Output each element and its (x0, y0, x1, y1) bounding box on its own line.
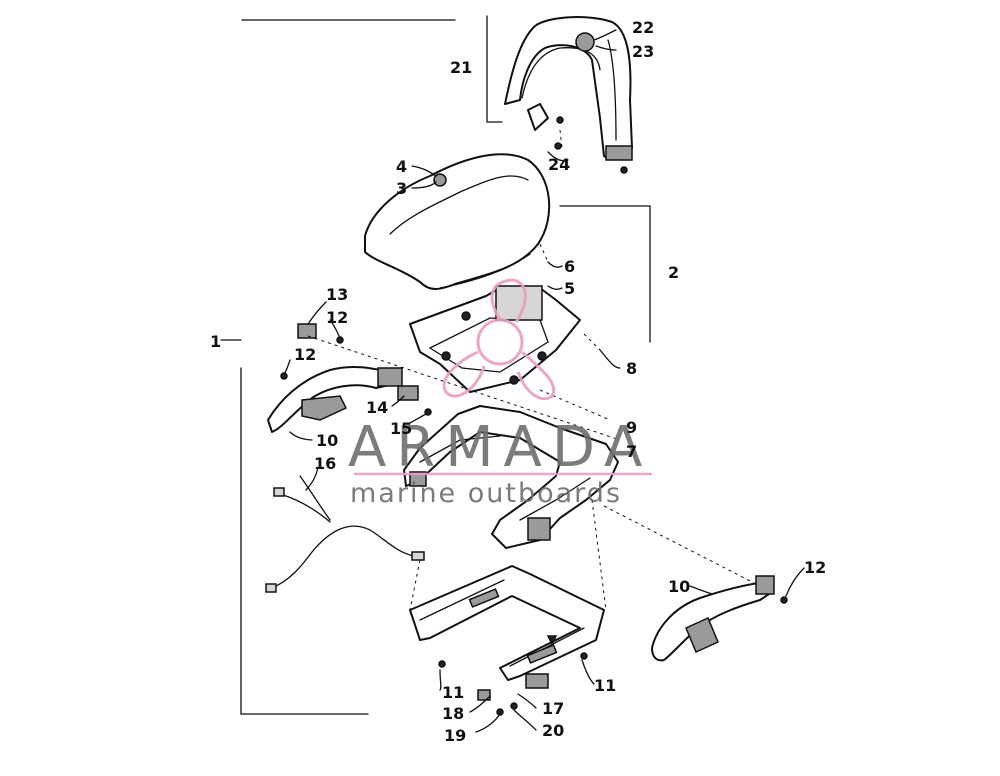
callout-9: 9 (626, 418, 637, 437)
seat-frame (403, 405, 619, 549)
callout-23: 23 (632, 42, 654, 61)
callout-24: 24 (548, 155, 570, 174)
callout-5: 5 (564, 279, 575, 298)
callout-4: 4 (396, 157, 407, 176)
callout-8: 8 (626, 359, 637, 378)
callout-1: 1 (210, 332, 221, 351)
watermark-logo-icon (442, 278, 556, 401)
callout-12-left: 12 (294, 345, 316, 364)
callout-11-left: 11 (442, 683, 464, 702)
callout-numbers: 1 2 3 4 5 6 7 8 9 10 10 11 11 12 12 12 1… (210, 18, 826, 745)
seat-cushion (364, 153, 551, 290)
callout-22: 22 (632, 18, 654, 37)
callout-20: 20 (542, 721, 564, 740)
handle-right (651, 575, 775, 662)
callout-10-left: 10 (316, 431, 338, 450)
wire-harness (265, 475, 425, 593)
callout-15: 15 (390, 419, 412, 438)
seat-base (409, 285, 581, 393)
callout-12-top: 12 (326, 308, 348, 327)
rails (409, 565, 605, 689)
clip-13 (297, 323, 317, 339)
clip-14 (397, 385, 419, 401)
watermark-subtitle: marine outboards (350, 478, 622, 509)
callout-21: 21 (450, 58, 472, 77)
bracket-lines (220, 15, 651, 715)
watermark-title: ARMADA (348, 415, 652, 480)
callout-11-right: 11 (594, 676, 616, 695)
callout-14: 14 (366, 398, 388, 417)
callout-10-right: 10 (668, 577, 690, 596)
callout-6: 6 (564, 257, 575, 276)
callout-12-right: 12 (804, 558, 826, 577)
assembly-lines (307, 129, 757, 611)
callout-13: 13 (326, 285, 348, 304)
handle-left (267, 365, 403, 433)
backrest (504, 16, 633, 174)
callout-7: 7 (626, 442, 637, 461)
callout-16: 16 (314, 454, 336, 473)
callout-2: 2 (668, 263, 679, 282)
leader-lines (283, 29, 805, 733)
callout-3: 3 (396, 179, 407, 198)
callout-18: 18 (442, 704, 464, 723)
watermark: ARMADA marine outboards (348, 278, 652, 509)
callout-19: 19 (444, 726, 466, 745)
callout-17: 17 (542, 699, 564, 718)
